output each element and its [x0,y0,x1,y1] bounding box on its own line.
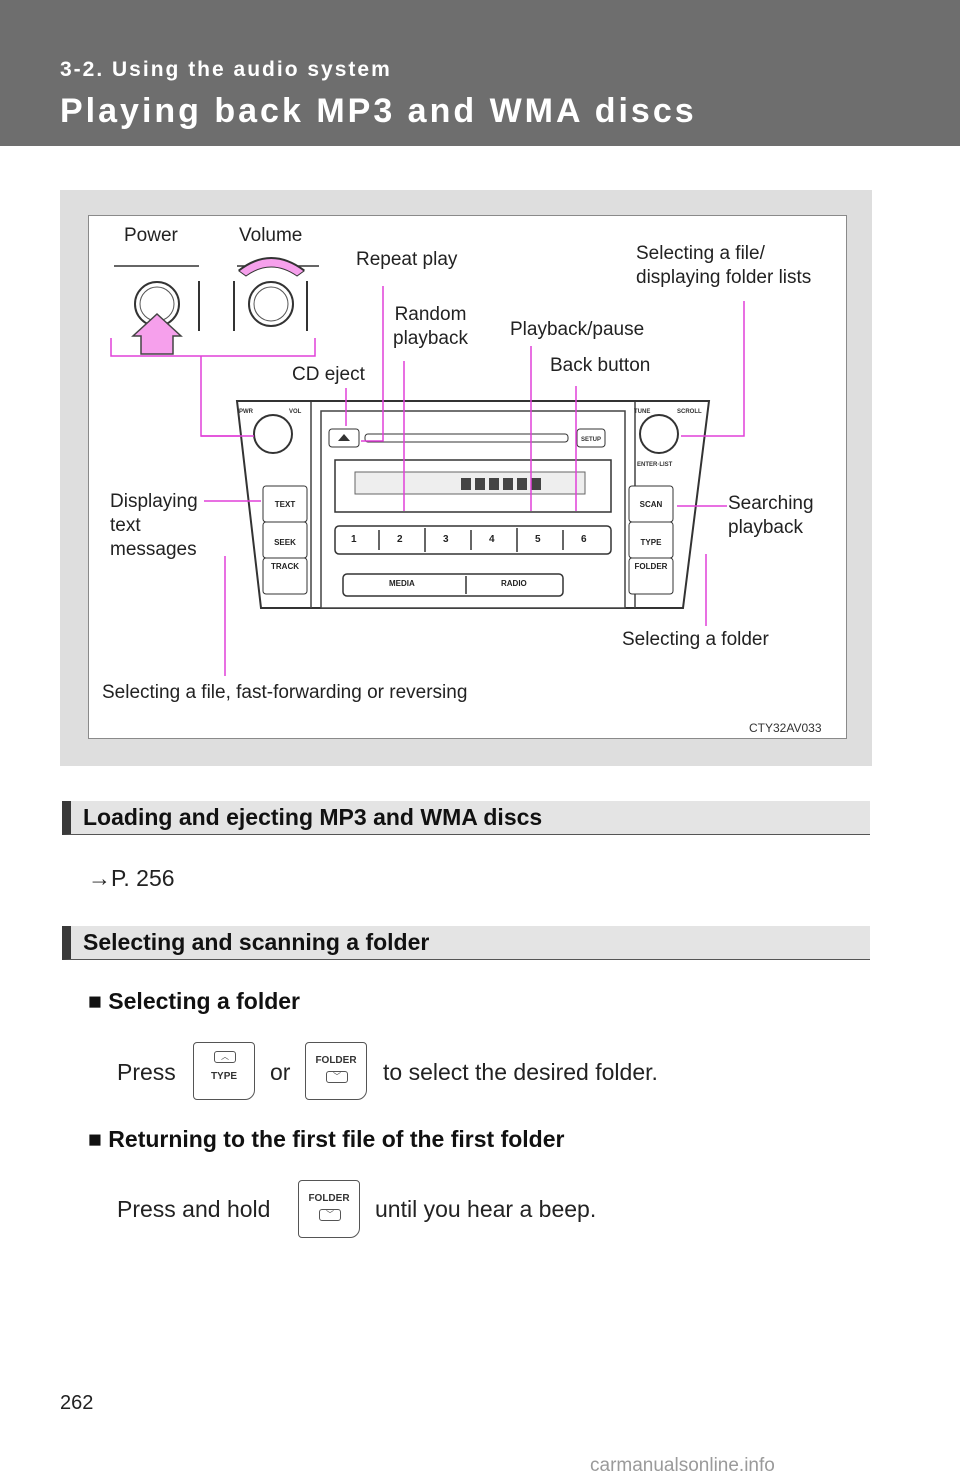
or-text: or [270,1059,291,1085]
folder-button-icon: FOLDER ﹀ [298,1180,360,1238]
unit-seek-button: SEEK [274,538,296,547]
label-back-button: Back button [550,355,651,376]
label-selecting-file-ff: Selecting a file, fast-forwarding or rev… [102,682,468,703]
page-title: Playing back MP3 and WMA discs [60,92,697,130]
svg-text:SETUP: SETUP [581,437,601,443]
preset-2: 2 [397,534,403,545]
audio-unit-figure: PWR VOL TUNE SCROLL ENTER·LIST SETUP [88,215,847,739]
bullet-icon: ■ [88,988,102,1014]
svg-text:PWR: PWR [239,409,254,415]
svg-text:SCROLL: SCROLL [677,409,702,415]
select-folder-instruction: to select the desired folder. [383,1059,658,1085]
preset-3: 3 [443,534,449,545]
chevron-up-icon: ︿ [214,1051,236,1063]
section-label: 3-2. Using the audio system [60,58,392,81]
subhead-selecting-folder: ■ Selecting a folder [88,988,300,1015]
subhead-selecting-folder-text: Selecting a folder [108,988,301,1014]
page-header: 3-2. Using the audio system Playing back… [0,0,960,146]
label-power: Power [124,225,178,246]
svg-text:TUNE: TUNE [634,409,650,415]
label-repeat-play: Repeat play [356,249,458,270]
preset-1: 1 [351,534,357,545]
preset-6: 6 [581,534,587,545]
chevron-down-icon: ﹀ [319,1209,341,1221]
folder-button-label: FOLDER [308,1193,350,1204]
label-selecting-folder: Selecting a folder [622,629,769,650]
type-button-label: TYPE [210,1071,238,1082]
preset-5: 5 [535,534,541,545]
label-cd-eject: CD eject [292,364,365,385]
label-searching-playback: Searching playback [728,493,814,538]
audio-unit-drawing: PWR VOL TUNE SCROLL ENTER·LIST SETUP [110,257,745,676]
chevron-down-icon: ﹀ [326,1071,348,1083]
svg-text:VOL: VOL [289,409,302,415]
page-reference-link[interactable]: →P. 256 [88,865,175,891]
section-heading-loading: Loading and ejecting MP3 and WMA discs [62,801,870,835]
bullet-icon: ■ [88,1126,102,1152]
press-hold-text: Press and hold [117,1196,271,1222]
watermark: carmanualsonline.info [590,1455,775,1476]
preset-4: 4 [489,534,495,545]
unit-media-button: MEDIA [389,579,415,588]
subhead-return-first-text: Returning to the first file of the first… [108,1126,565,1152]
unit-track-button: TRACK [271,562,299,571]
label-displaying-text: Displaying text messages [110,491,198,560]
section-heading-folder: Selecting and scanning a folder [62,926,870,960]
label-selecting-file-list: Selecting a file/ displaying folder list… [636,243,812,288]
type-button-icon: ︿ TYPE [193,1042,255,1100]
subhead-return-first: ■ Returning to the first file of the fir… [88,1126,564,1153]
folder-button-icon: FOLDER ﹀ [305,1042,367,1100]
unit-folder-button: FOLDER [634,562,668,571]
press-text: Press [117,1059,176,1085]
unit-scan-button: SCAN [639,500,663,509]
folder-button-label: FOLDER [315,1055,357,1066]
figure-code: CTY32AV033 [749,721,822,735]
unit-text-button: TEXT [274,500,296,509]
section-heading-folder-text: Selecting and scanning a folder [83,929,430,955]
unit-radio-button: RADIO [501,579,527,588]
svg-text:ENTER·LIST: ENTER·LIST [637,462,673,468]
unit-type-button: TYPE [640,538,662,547]
label-playback-pause: Playback/pause [510,319,645,340]
label-volume: Volume [239,225,303,246]
section-heading-loading-text: Loading and ejecting MP3 and WMA discs [83,804,543,830]
beep-instruction: until you hear a beep. [375,1196,597,1222]
page-number: 262 [60,1392,94,1414]
label-random-playback: Random playback [393,304,468,349]
